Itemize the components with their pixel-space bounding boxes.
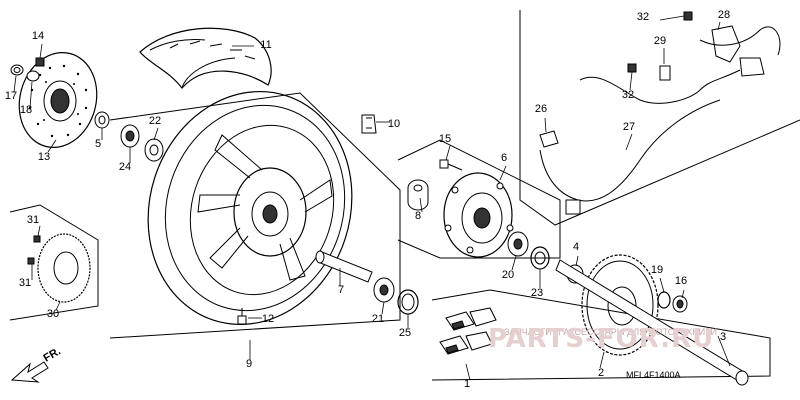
callout-c11: 11 bbox=[260, 39, 271, 51]
speed-sensor bbox=[539, 11, 781, 215]
rear-axle bbox=[555, 259, 749, 386]
callout-c4: 4 bbox=[573, 241, 579, 253]
callout-c10: 10 bbox=[388, 118, 400, 130]
callout-c29: 29 bbox=[654, 35, 666, 47]
callout-c32a: 32 bbox=[637, 11, 649, 23]
callout-c1: 1 bbox=[464, 378, 470, 390]
callout-c8: 8 bbox=[415, 210, 421, 222]
group-outlines bbox=[9, 10, 800, 381]
direction-label: FR. bbox=[42, 345, 63, 364]
callout-c12: 12 bbox=[262, 313, 274, 325]
axle-spacer bbox=[315, 250, 373, 283]
callout-c24: 24 bbox=[119, 161, 131, 173]
balance-clip bbox=[361, 114, 377, 134]
callout-c7: 7 bbox=[338, 284, 344, 296]
callout-c16: 16 bbox=[675, 275, 687, 287]
sprocket-hub bbox=[439, 159, 514, 258]
callout-c18: 18 bbox=[20, 104, 32, 116]
right-bearing-seal bbox=[373, 277, 419, 315]
callout-c19: 19 bbox=[651, 264, 663, 276]
watermark-line: ЗАПЧАСТИ И АКСЕССУАРЫ ДЛЯ МОТОТЕХНИКИ bbox=[504, 327, 717, 337]
callout-c31b: 31 bbox=[19, 277, 31, 289]
callout-c17: 17 bbox=[5, 90, 17, 102]
tire bbox=[139, 27, 272, 89]
callout-numbers: 1234567891011121314151617181920212223242… bbox=[5, 9, 730, 390]
damper-rubbers bbox=[439, 307, 497, 355]
collar bbox=[94, 111, 110, 129]
callout-c30: 30 bbox=[47, 308, 59, 320]
watermark-logo: PARTS-FOR.RU bbox=[488, 324, 714, 354]
disc-bolts bbox=[10, 57, 45, 82]
callout-c2: 2 bbox=[598, 367, 604, 379]
callout-c26: 26 bbox=[535, 103, 547, 115]
callout-c13: 13 bbox=[38, 151, 50, 163]
callout-c20: 20 bbox=[502, 269, 514, 281]
callout-c31a: 31 bbox=[27, 214, 39, 226]
callout-c9: 9 bbox=[246, 358, 252, 370]
leader-lines bbox=[13, 15, 731, 381]
hub-bearing-seal bbox=[507, 231, 550, 270]
rear-wheel bbox=[147, 90, 353, 326]
brake-disc bbox=[18, 52, 98, 148]
callout-c27: 27 bbox=[623, 121, 635, 133]
callout-c23: 23 bbox=[531, 287, 543, 299]
callout-c25: 25 bbox=[399, 327, 411, 339]
callout-c3: 3 bbox=[720, 331, 726, 343]
diagram-code: MFL4F1400A bbox=[626, 370, 681, 380]
callout-c14: 14 bbox=[32, 30, 44, 42]
pulser-ring bbox=[27, 233, 91, 303]
callout-c21: 21 bbox=[372, 313, 384, 325]
callout-c5: 5 bbox=[95, 138, 101, 150]
hub-collar bbox=[407, 179, 429, 211]
front-direction-arrow: FR. bbox=[10, 345, 63, 383]
callout-c28: 28 bbox=[718, 9, 730, 21]
callout-c32b: 32 bbox=[622, 89, 634, 101]
wheel-bearings-left bbox=[120, 124, 164, 162]
callout-c22: 22 bbox=[149, 115, 161, 127]
callout-c6: 6 bbox=[501, 152, 507, 164]
callout-c15: 15 bbox=[439, 133, 451, 145]
